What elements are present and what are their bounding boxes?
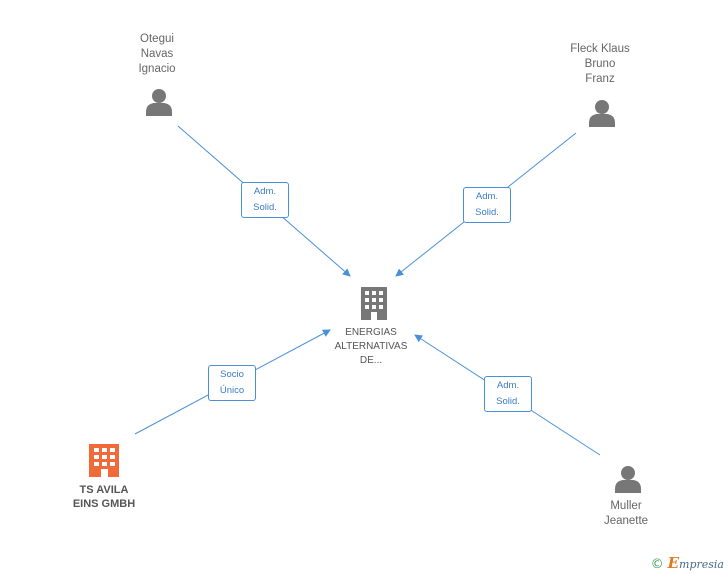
person-label-muller[interactable]: Muller Jeanette	[603, 500, 649, 527]
empresia-watermark: ©Empresia	[651, 554, 724, 572]
edge-label-fleck: Adm. Solid.	[463, 187, 511, 223]
person-label-otegui[interactable]: Otegui Navas Ignacio	[138, 33, 176, 75]
company-label-ts-avila[interactable]: TS AVILA EINS GMBH	[72, 484, 136, 510]
copyright-icon: ©	[650, 557, 664, 572]
company-label-center[interactable]: ENERGIAS ALTERNATIVAS DE...	[334, 327, 408, 366]
brand-logo-text: mpresia	[679, 558, 724, 571]
person-icon[interactable]	[589, 100, 615, 127]
edge-label-otegui: Adm. Solid.	[241, 182, 289, 218]
edge-label-muller: Adm. Solid.	[484, 376, 532, 412]
person-label-fleck[interactable]: Fleck Klaus Bruno Franz	[570, 43, 630, 85]
person-icon[interactable]	[615, 466, 641, 493]
building-icon[interactable]	[89, 444, 119, 477]
edge-label-ts-avila: Socio Único	[208, 365, 256, 401]
building-icon[interactable]	[361, 287, 387, 320]
person-icon[interactable]	[146, 89, 172, 116]
brand-logo-letter: E	[667, 554, 680, 572]
